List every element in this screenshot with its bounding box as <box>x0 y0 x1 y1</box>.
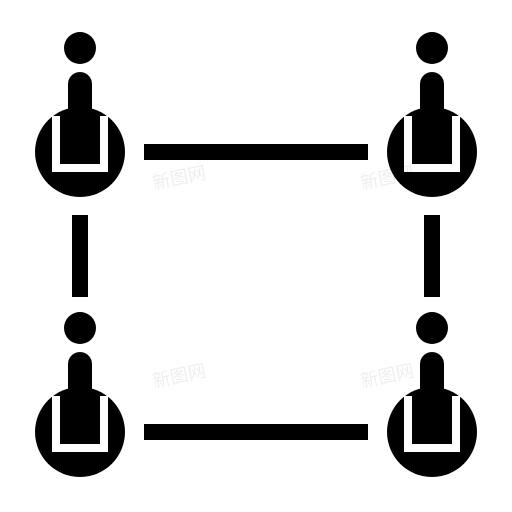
person-top-right <box>387 32 477 197</box>
person-top-left <box>35 32 125 197</box>
person-bottom-left <box>35 312 125 477</box>
connector-right <box>424 215 440 297</box>
person-bottom-right <box>387 312 477 477</box>
connector-left <box>72 215 88 297</box>
connector-top <box>144 144 368 160</box>
connector-bottom <box>144 424 368 440</box>
